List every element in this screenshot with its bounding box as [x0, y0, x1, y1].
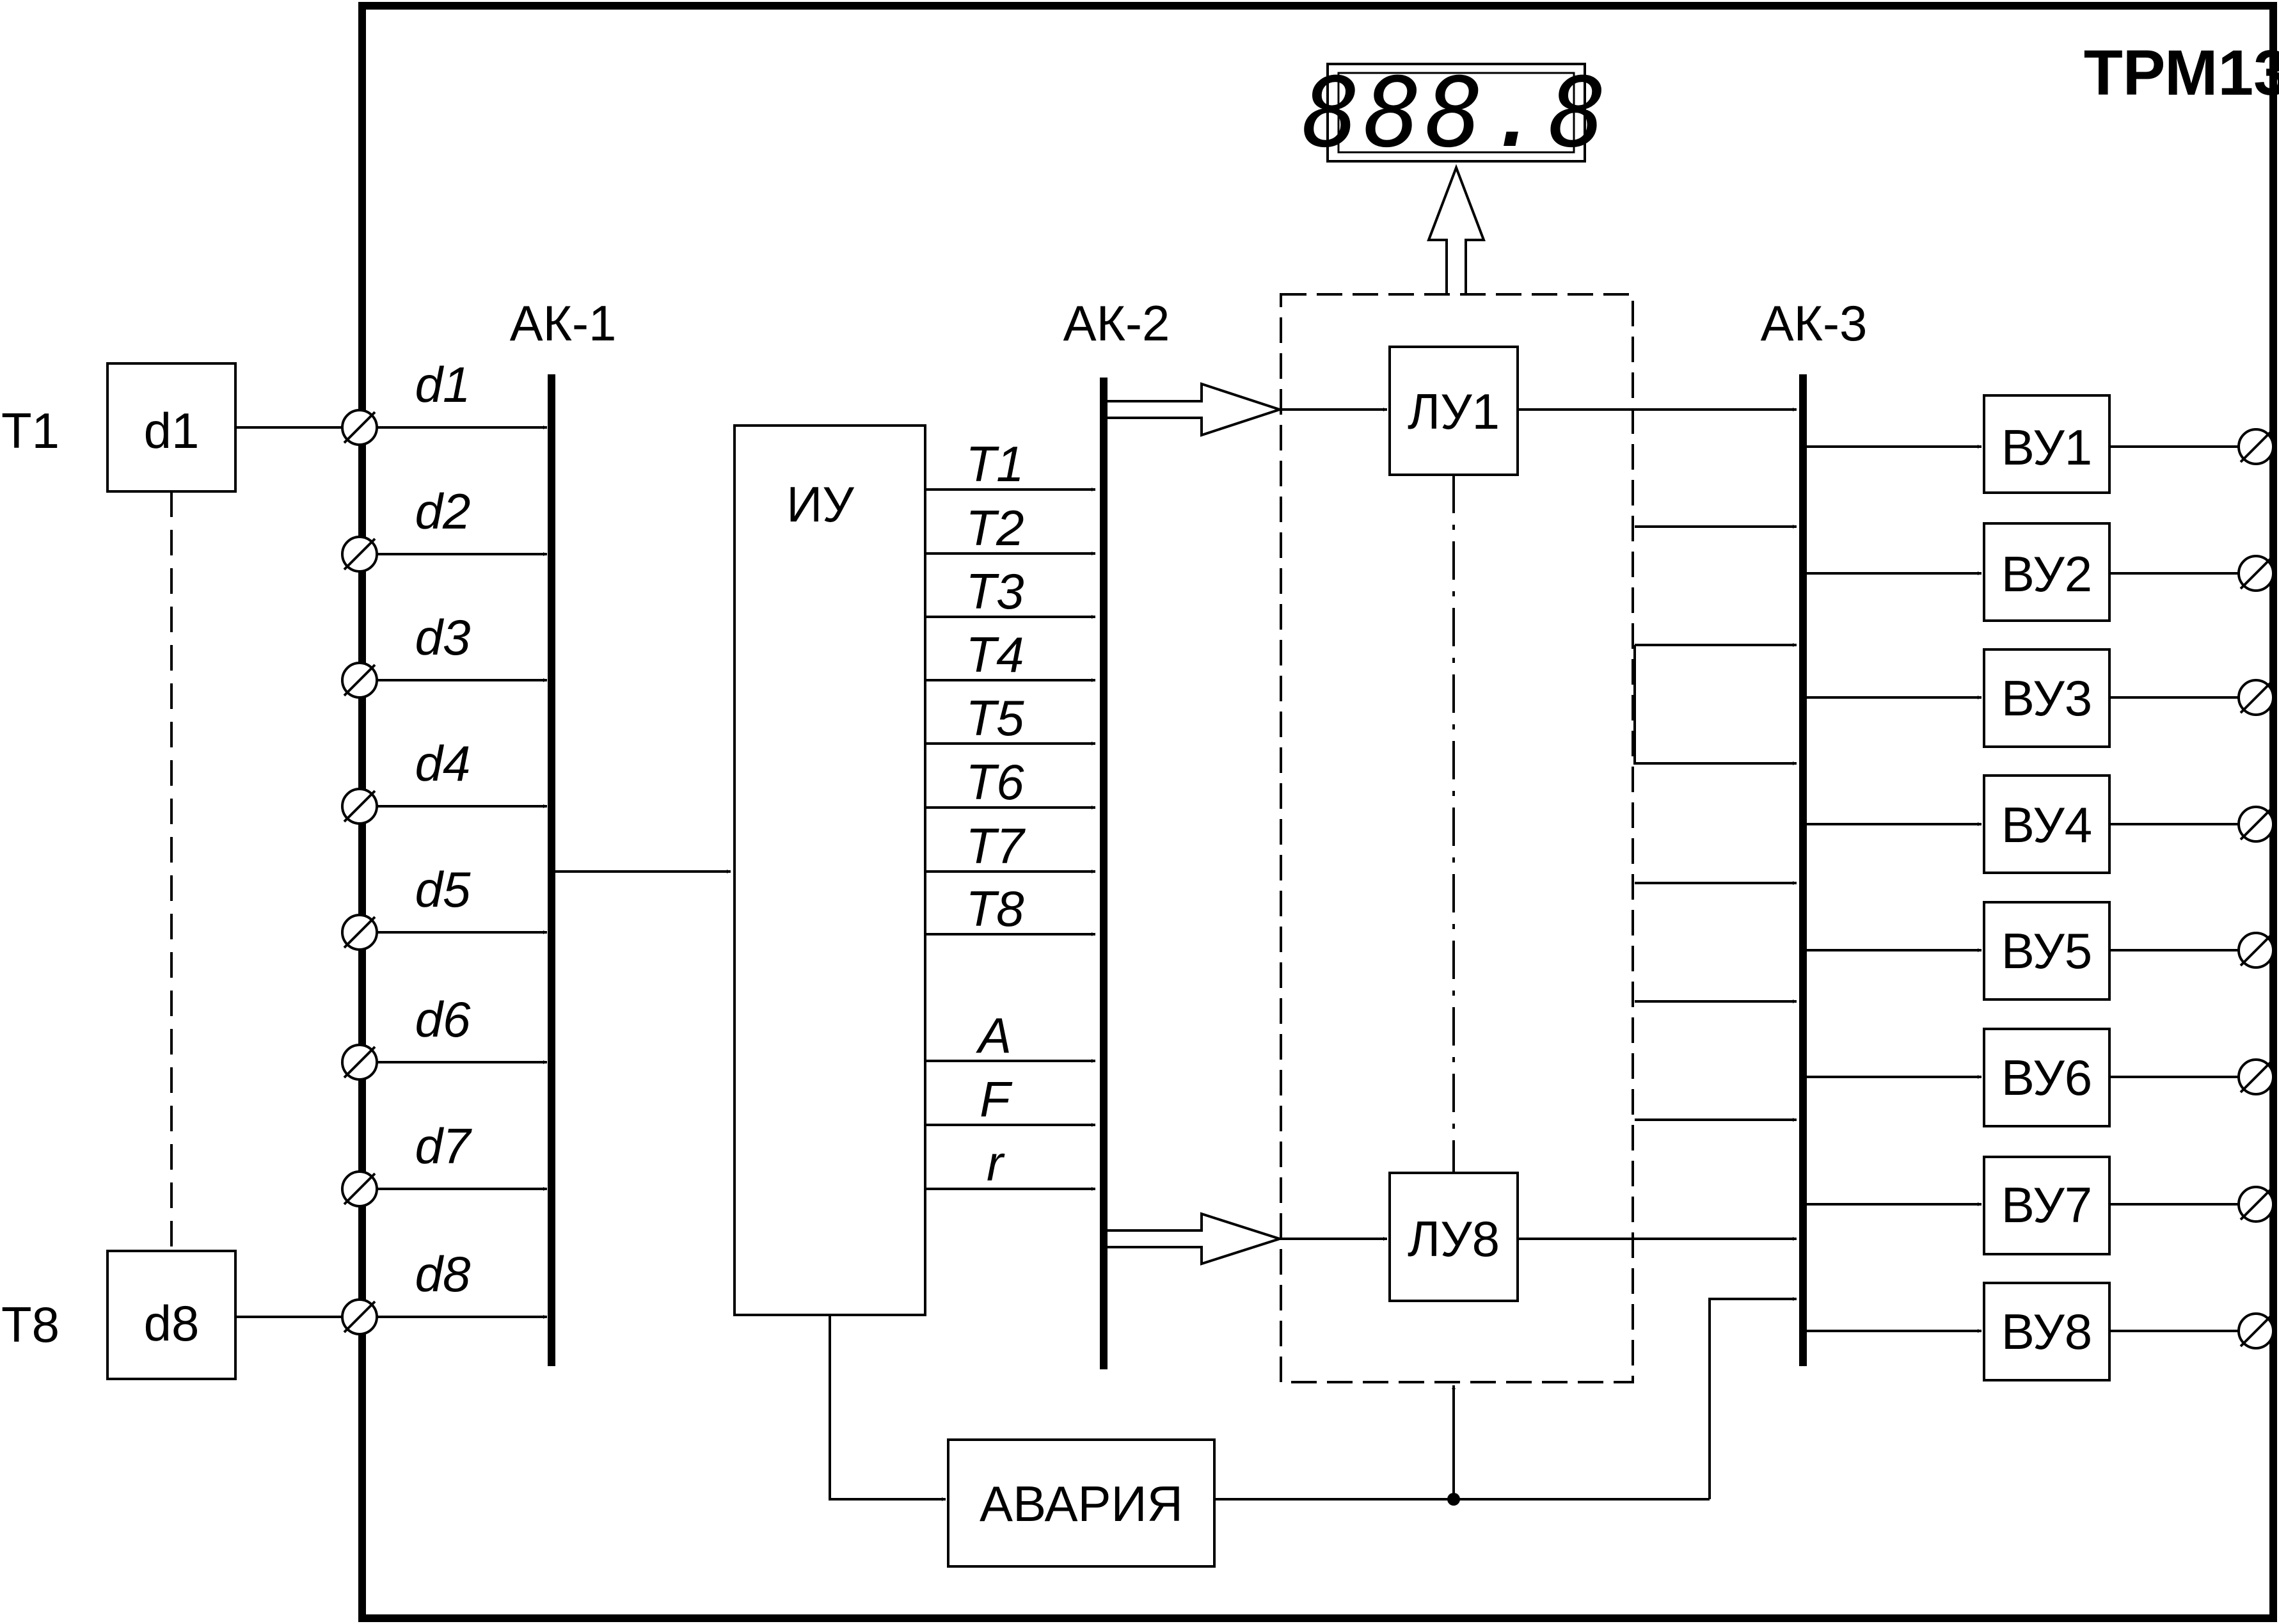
alarm-to-ak3-arrow: [1708, 1297, 1797, 1499]
output-unit-label-7: ВУ7: [2001, 1177, 2092, 1233]
input-terminal-3: [341, 662, 547, 699]
measure-unit-box: [733, 424, 926, 1316]
input-terminal-7: [341, 1170, 547, 1207]
iu-to-alarm-arrow: [829, 1315, 946, 1501]
input-terminal-4: [341, 788, 547, 825]
output-unit-label-8: ВУ8: [2001, 1303, 2092, 1360]
iu-output-label-r: r: [987, 1135, 1005, 1191]
lu1-label: ЛУ1: [1408, 383, 1500, 440]
output-channel-1: [1807, 394, 2275, 494]
iu-output-label-t2: T2: [965, 500, 1024, 556]
input-label-d5: d5: [415, 861, 471, 918]
input-label-d1: d1: [415, 356, 471, 413]
input-terminal-8: [341, 1298, 547, 1335]
led-display-window: [1337, 72, 1575, 154]
ak2-to-lu1-hollow-arrow: [1108, 382, 1284, 437]
ak1-label: АК-1: [510, 295, 617, 351]
output-channel-5: [1807, 901, 2275, 1001]
iu-output-label-t6: T6: [965, 754, 1024, 810]
input-terminal-6: [341, 1044, 547, 1081]
led-display-digits: 888.8: [1302, 58, 1610, 169]
sensor-t1-label: T1: [1, 402, 60, 459]
iu-output-label-t3: T3: [965, 563, 1024, 619]
output-unit-label-5: ВУ5: [2001, 923, 2092, 979]
output-channel-6: [1807, 1028, 2275, 1127]
iu-output-label-t7: T7: [965, 818, 1026, 874]
display-link-arrow: [1427, 164, 1486, 294]
iu-output-label-f: F: [980, 1071, 1013, 1127]
alarm-box: [947, 1438, 1216, 1568]
iu-output-label-t5: T5: [965, 690, 1024, 746]
output-channel-4: [1807, 774, 2275, 874]
input-terminal-1: [341, 409, 547, 446]
iu-output-label-t4: T4: [965, 626, 1024, 683]
lu8-box: [1388, 1172, 1519, 1302]
input-label-d2: d2: [415, 483, 471, 539]
iu-output-label-t8: T8: [965, 880, 1024, 937]
output-unit-label-2: ВУ2: [2001, 546, 2092, 602]
output-unit-label-4: ВУ4: [2001, 797, 2092, 853]
alarm-label: АВАРИЯ: [980, 1476, 1183, 1532]
input-terminal-2: [341, 536, 547, 573]
output-unit-label-6: ВУ6: [2001, 1049, 2092, 1106]
output-unit-label-3: ВУ3: [2001, 670, 2092, 726]
input-label-d6: d6: [415, 991, 471, 1047]
sensor-d8-box: [106, 1250, 237, 1380]
output-channel-2: [1807, 522, 2275, 622]
input-terminal-5: [341, 914, 547, 951]
input-label-d8: d8: [415, 1246, 471, 1302]
input-label-d4: d4: [415, 735, 471, 792]
iu-output-label-t1: T1: [965, 436, 1024, 492]
input-label-d7: d7: [415, 1118, 472, 1174]
input-label-d3: d3: [415, 609, 471, 665]
sensor-t8-label: T8: [1, 1296, 60, 1353]
output-unit-label-1: ВУ1: [2001, 419, 2092, 475]
sensor-d8-label: d8: [144, 1295, 200, 1351]
sensor-d1-label: d1: [144, 402, 200, 459]
device-frame: [358, 2, 2277, 1622]
ak3-label: АК-3: [1761, 295, 1868, 351]
lu4-output-arrow: [1633, 645, 1797, 765]
lu8-label: ЛУ8: [1408, 1211, 1500, 1267]
output-channel-7: [1807, 1156, 2275, 1255]
ak2-to-lu8-hollow-arrow: [1108, 1212, 1284, 1266]
led-display: [1326, 63, 1586, 163]
output-channel-8: [1807, 1282, 2275, 1381]
output-channel-3: [1807, 648, 2275, 748]
logic-block: [1280, 293, 1634, 1383]
iu-output-label-a: A: [976, 1007, 1012, 1063]
ak2-label: АК-2: [1063, 295, 1170, 351]
measure-unit-label: ИУ: [786, 476, 854, 532]
